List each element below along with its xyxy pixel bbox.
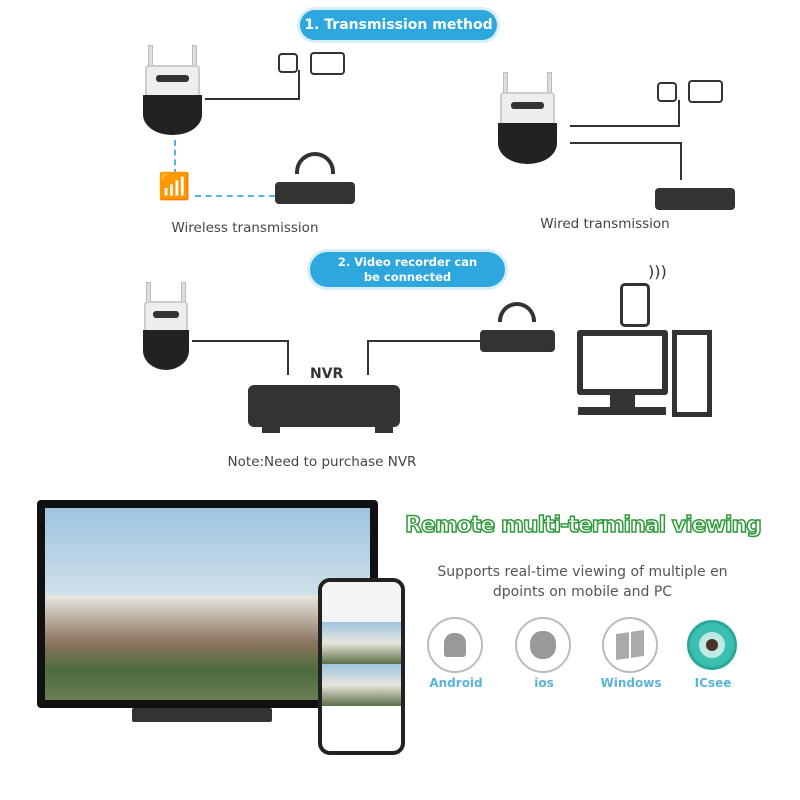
router-wired (655, 188, 735, 210)
power-socket-icon (688, 80, 723, 103)
title-line-1: 2. Video recorder can (337, 255, 478, 269)
platform-label-android: Android (429, 676, 483, 690)
remote-viewing-heading: Remote multi-terminal viewing (404, 512, 762, 539)
icsee-app-icon (687, 620, 737, 670)
nvr-label: NVR (310, 366, 344, 382)
platform-label-icsee: ICsee (694, 676, 732, 690)
apple-icon (515, 617, 571, 673)
platform-label-ios: ios (534, 676, 554, 690)
subtitle-line-1: Supports real-time viewing of multiple e… (437, 564, 728, 580)
power-adapter-icon (657, 82, 677, 102)
wifi-icon: 📶 (158, 172, 191, 202)
nvr-note: Note:Need to purchase NVR (227, 454, 417, 470)
power-socket-icon (310, 52, 345, 75)
smartphone-icon (620, 283, 650, 327)
pc-tower-icon (672, 330, 712, 417)
house-image (45, 508, 370, 700)
remote-viewing-subtitle: Supports real-time viewing of multiple e… (410, 562, 755, 602)
pc-monitor-icon (577, 330, 668, 395)
windows-icon (602, 617, 658, 673)
video-recorder-title: 2. Video recorder can be connected (310, 252, 505, 287)
nvr-recorder (248, 385, 400, 427)
wifi-signal-icon (295, 152, 335, 174)
platform-label-windows: Windows (600, 676, 662, 690)
camera-nvr (140, 282, 192, 370)
camera-wireless (140, 45, 205, 135)
title-line-2: be connected (363, 270, 452, 284)
camera-wired (495, 72, 560, 164)
wireless-transmission-label: Wireless transmission (171, 220, 319, 236)
signal-waves-icon: ))) (648, 262, 667, 281)
phone-app (318, 578, 405, 755)
router-wireless (275, 182, 355, 204)
router-nvr (480, 330, 555, 352)
transmission-method-title: 1. Transmission method (300, 10, 497, 40)
android-icon (427, 617, 483, 673)
subtitle-line-2: dpoints on mobile and PC (492, 584, 673, 600)
wired-transmission-label: Wired transmission (540, 216, 670, 232)
wifi-signal-icon (498, 302, 536, 322)
power-adapter-icon (278, 53, 298, 73)
